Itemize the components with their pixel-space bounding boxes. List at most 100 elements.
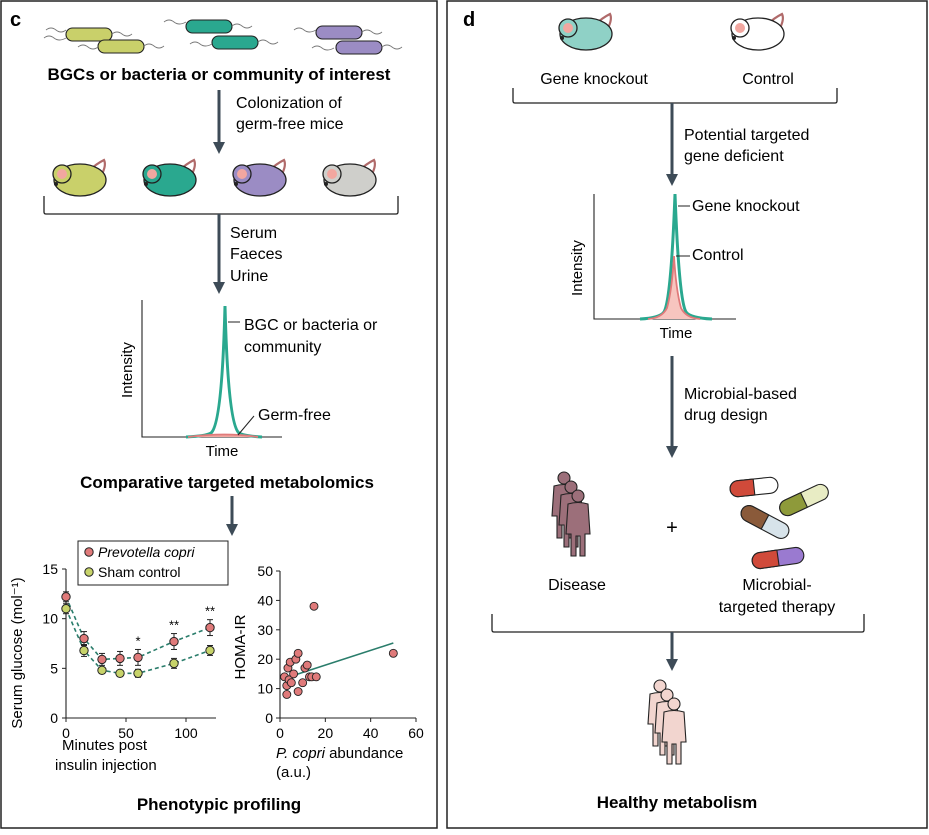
glucose-point	[115, 653, 125, 664]
sample-urine: Urine	[230, 268, 268, 285]
glucose-point	[97, 654, 107, 665]
therapy-label-line1: Microbial-	[742, 577, 811, 594]
glucose-point	[61, 604, 71, 614]
homa-xlabel: P. copri abundance	[276, 745, 403, 762]
glucose-point	[133, 652, 143, 663]
sample-serum: Serum	[230, 225, 277, 242]
chromatogram-d-ylabel: Intensity	[569, 240, 586, 296]
glucose-ylabel: Serum glucose (mol⁻¹)	[9, 577, 26, 728]
glucose-point	[205, 645, 215, 656]
homa-point	[309, 601, 319, 611]
significance-marker: **	[169, 618, 179, 633]
chromatogram-d	[593, 193, 736, 321]
panel-c-frame	[0, 0, 438, 829]
colonization-label-line2: germ-free mice	[236, 116, 344, 133]
gene-knockout-label: Gene knockout	[540, 71, 648, 88]
mouse-yellow-icon	[51, 158, 108, 198]
healthy-people-icon	[647, 679, 687, 765]
homa-ytick-label: 40	[257, 592, 273, 608]
glucose-point	[169, 636, 179, 647]
homa-ytick-label: 10	[257, 681, 273, 697]
legend-label: Sham control	[98, 564, 180, 580]
therapy-label-line2: targeted therapy	[719, 599, 836, 616]
significance-marker: **	[205, 604, 215, 619]
pills-icon	[729, 476, 829, 570]
homa-ylabel: HOMA-IR	[232, 614, 249, 679]
homa-xtick-label: 0	[276, 725, 284, 741]
glucose-ytick-label: 5	[50, 660, 58, 676]
glucose-xtick-label: 100	[174, 725, 198, 741]
control-peak-label: Control	[692, 247, 744, 264]
deficient-label-line1: Potential targeted	[684, 127, 809, 144]
panel-d-letter: d	[463, 9, 475, 31]
mouse-knockout-icon	[557, 12, 614, 52]
mouse-teal-icon	[141, 158, 198, 198]
mouse-purple-icon	[231, 158, 288, 198]
homa-ytick-label: 30	[257, 622, 273, 638]
mouse-grey-icon	[321, 158, 378, 198]
glucose-xlabel-line1: Minutes post	[62, 737, 148, 754]
phenotypic-title: Phenotypic profiling	[137, 795, 301, 814]
chromatogram-d-xlabel: Time	[660, 325, 693, 342]
mice-bracket	[43, 196, 399, 215]
glucose-point	[97, 665, 107, 676]
chromatogram-c-xlabel: Time	[206, 443, 239, 460]
plus-sign: +	[666, 517, 678, 539]
control-label: Control	[742, 71, 794, 88]
drug-design-line1: Microbial-based	[684, 386, 797, 403]
homa-point	[293, 687, 303, 696]
glucose-point	[205, 622, 215, 633]
mice-bracket-d	[512, 88, 838, 104]
sample-faeces: Faeces	[230, 246, 282, 263]
legend-label: Prevotella copri	[98, 544, 195, 560]
glucose-ytick-label: 10	[42, 611, 58, 627]
glucose-xlabel-line2: insulin injection	[55, 757, 157, 774]
glucose-ytick-label: 0	[50, 710, 58, 726]
homa-xtick-label: 20	[318, 725, 334, 741]
homa-xtick-label: 60	[408, 725, 424, 741]
homa-point	[289, 669, 299, 679]
significance-marker: *	[135, 633, 140, 648]
homa-point	[311, 672, 321, 682]
homa-point	[298, 678, 308, 688]
homa-axes	[279, 571, 416, 719]
peak-label-line2: community	[244, 339, 321, 356]
bacteria-of-interest-label: BGCs or bacteria or community of interes…	[48, 65, 391, 84]
panel-c-letter: c	[10, 9, 21, 31]
homa-point	[286, 678, 296, 688]
homa-ytick-label: 50	[257, 563, 273, 579]
homa-ytick-label: 0	[265, 710, 273, 726]
homa-point	[388, 648, 398, 658]
colonization-label-line1: Colonization of	[236, 95, 342, 112]
therapy-bracket	[491, 614, 865, 633]
glucose-legend-box	[77, 540, 229, 586]
homa-point	[302, 660, 312, 670]
chromatogram-c-ylabel: Intensity	[119, 342, 136, 398]
drug-design-line2: drug design	[684, 407, 768, 424]
glucose-point	[133, 668, 143, 678]
glucose-point	[61, 592, 71, 602]
homa-point	[282, 690, 292, 699]
homa-point	[293, 648, 303, 658]
glucose-point	[169, 658, 179, 669]
mouse-control-icon	[729, 12, 786, 52]
knockout-peak-label: Gene knockout	[692, 198, 800, 215]
homa-xlabel-italic: P. copri	[276, 745, 326, 762]
homa-xlabel-rest: abundance	[325, 745, 403, 762]
legend-swatch	[84, 547, 94, 557]
glucose-point	[115, 668, 125, 678]
homa-xlabel-unit: (a.u.)	[276, 764, 311, 781]
glucose-xtick-label: 0	[62, 725, 70, 741]
disease-label: Disease	[548, 577, 606, 594]
legend-swatch	[84, 567, 94, 577]
glucose-ytick-label: 15	[42, 561, 58, 577]
panel-d-frame	[446, 0, 928, 829]
deficient-label-line2: gene deficient	[684, 148, 784, 165]
glucose-xtick-label: 50	[118, 725, 134, 741]
homa-ytick-label: 20	[257, 651, 273, 667]
peak-label-line1: BGC or bacteria or	[244, 317, 378, 334]
disease-people-icon	[551, 471, 591, 557]
